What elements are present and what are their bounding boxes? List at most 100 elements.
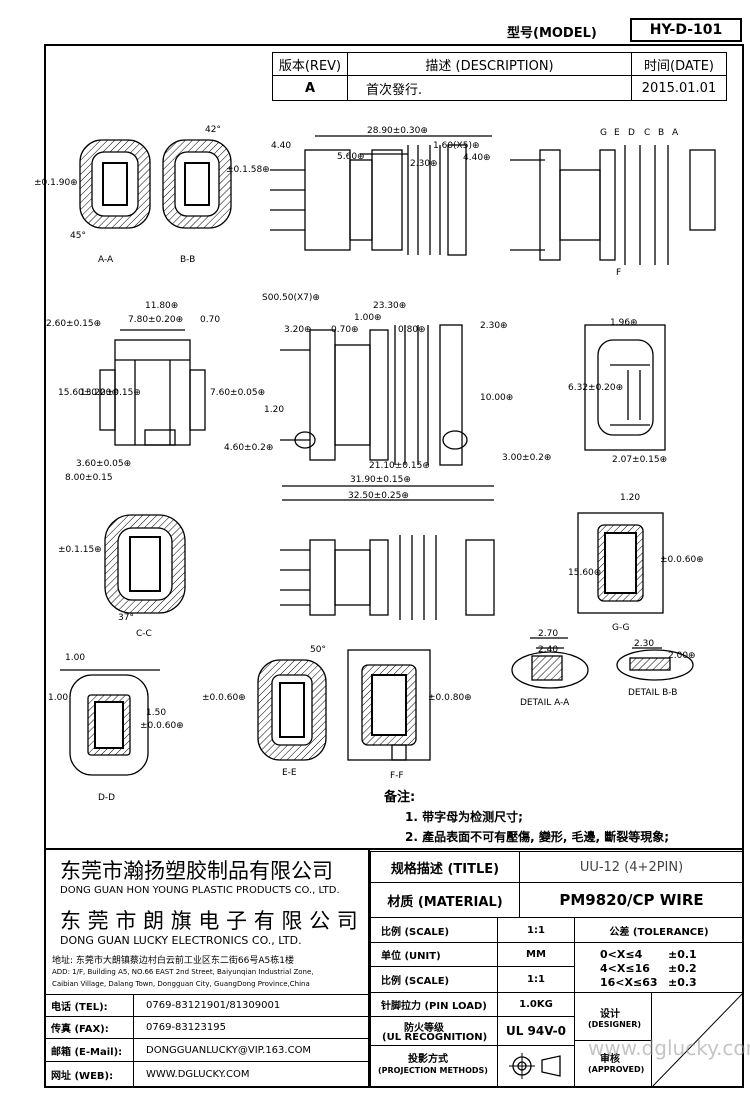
dim-text: 23.30⊕ <box>373 301 406 311</box>
dim-text: A-A <box>98 255 114 265</box>
dim-text: 0.80⊕ <box>398 325 426 335</box>
approved-label-en: (APPROVED) <box>588 1065 645 1074</box>
web-label: 网址 (WEB): <box>44 1061 134 1088</box>
projection-icon <box>509 1053 561 1079</box>
material-label: 材质 (MATERIAL) <box>370 882 520 918</box>
dim-text: C <box>644 128 650 138</box>
dim-text: 4.40 <box>271 141 291 151</box>
dim-text: F-F <box>390 771 404 781</box>
dim-text: ±0.0.60⊕ <box>660 555 704 565</box>
note-1: 1. 带字母为检测尺寸; <box>405 810 523 824</box>
side-view-top <box>270 135 492 256</box>
scale-value: 1:1 <box>497 917 575 943</box>
title-label: 规格描述 (TITLE) <box>370 851 520 883</box>
dim-text: 7.80±0.20⊕ <box>128 315 183 325</box>
tel-value: 0769-83121901/81309001 <box>133 994 369 1017</box>
proj-label-en: (PROJECTION METHODS) <box>378 1066 488 1075</box>
proj-label: 投影方式 <box>408 1054 448 1065</box>
date-value: 2015.01.01 <box>631 75 727 101</box>
pin-load-value: 1.0KG <box>497 992 575 1017</box>
dim-text: 1.00 <box>48 693 68 703</box>
dim-text: E <box>614 128 620 138</box>
watermark: www.dglucky.com <box>588 1036 750 1060</box>
dim-text: 45° <box>70 231 86 241</box>
dim-text: 42° <box>205 125 221 135</box>
dim-text: 2.30⊕ <box>480 321 508 331</box>
model-label: 型号(MODEL) <box>507 26 597 41</box>
section-b-b <box>162 139 232 229</box>
tel-label: 电话 (TEL): <box>44 994 134 1017</box>
material-value: PM9820/CP WIRE <box>519 882 744 918</box>
dim-text: B <box>658 128 664 138</box>
dim-text: 15.60±0.20⊕ <box>58 388 119 398</box>
section-e-e <box>257 659 327 761</box>
tol-range-3: 16<X≤63 <box>600 976 658 989</box>
dim-text: 21.10±0.15⊕ <box>369 461 430 471</box>
dim-text: 3.20⊕ <box>284 325 312 335</box>
dim-text: G-G <box>612 623 630 633</box>
dim-text: F <box>616 268 621 278</box>
dim-text: DETAIL A-A <box>520 698 570 708</box>
dim-text: 15.60⊕ <box>568 568 601 578</box>
designer-label: 设计 <box>600 1009 620 1020</box>
front-view-left <box>99 329 206 446</box>
detail-a-a <box>511 637 589 689</box>
approved-label: 审核 <box>600 1054 620 1065</box>
dim-text: 1.00 <box>65 653 85 663</box>
dim-text: DETAIL B-B <box>628 688 677 698</box>
scale2-label: 比例 (SCALE) <box>370 966 498 993</box>
note-2: 2. 產品表面不可有壓傷, 變形, 毛邊, 斷裂等現象; <box>405 830 670 844</box>
dim-text: ±0.1.90⊕ <box>34 178 78 188</box>
dim-text: 11.80⊕ <box>145 301 178 311</box>
fire-value: UL 94V-0 <box>497 1016 575 1046</box>
dim-text: 7.60±0.05⊕ <box>210 388 265 398</box>
dim-text: 5.60⊕ <box>337 152 365 162</box>
company-en-2: DONG GUAN LUCKY ELECTRONICS CO., LTD. <box>60 934 302 947</box>
scale-label: 比例 (SCALE) <box>370 917 498 943</box>
dim-text: 0.70 <box>200 315 220 325</box>
tol-value-1: ±0.1 <box>668 948 697 961</box>
dim-text: 28.90±0.30⊕ <box>367 126 428 136</box>
mail-label: 邮箱 (E-Mail): <box>44 1038 134 1062</box>
title-value: UU-12 (4+2PIN) <box>519 851 744 883</box>
bottom-side-view <box>280 535 495 620</box>
technical-drawing: ±0.1.90⊕ ±0.1.58⊕ 42° 45° A-A B-B 28.90±… <box>34 125 716 803</box>
dim-text: 3.00±0.2⊕ <box>502 453 551 463</box>
mail-value: DONGGUANLUCKY@VIP.163.COM <box>133 1038 369 1062</box>
dim-text: 37° <box>118 613 134 623</box>
dim-text: ±0.1.15⊕ <box>58 545 102 555</box>
section-g-g <box>577 512 664 614</box>
dim-text: 13.20±0.15⊕ <box>80 388 141 398</box>
dim-text: D <box>628 128 635 138</box>
section-a-a <box>79 139 151 229</box>
tol-range-1: 0<X≤4 <box>600 948 643 961</box>
scale2-value: 1:1 <box>497 966 575 993</box>
dim-text: S00.50(X7)⊕ <box>262 293 320 303</box>
divider <box>368 848 370 1088</box>
designer-label-en: (DESIGNER) <box>588 1020 642 1029</box>
dim-text: ±0.0.60⊕ <box>140 721 184 731</box>
dim-text: 4.40⊕ <box>463 153 491 163</box>
side-view-right <box>510 145 716 265</box>
dim-text: 2.30⊕ <box>410 159 438 169</box>
dim-text: 10.00⊕ <box>480 393 513 403</box>
unit-value: MM <box>497 942 575 967</box>
tol-value-2: ±0.2 <box>668 962 697 975</box>
dim-text: 2.00⊕ <box>668 651 696 661</box>
fax-label: 传真 (FAX): <box>44 1016 134 1039</box>
dim-text: 1.50 <box>146 708 166 718</box>
dim-text: 2.60±0.15⊕ <box>46 319 101 329</box>
dim-text: 2.07±0.15⊕ <box>612 455 667 465</box>
dim-text: 50° <box>310 645 326 655</box>
fax-value: 0769-83123195 <box>133 1016 369 1039</box>
dim-text: 2.40 <box>538 645 558 655</box>
section-d-d <box>60 669 160 776</box>
dim-text: 1.00⊕ <box>354 313 382 323</box>
dim-text: 32.50±0.25⊕ <box>348 491 409 501</box>
dim-text: ±0.0.80⊕ <box>428 693 472 703</box>
web-value: WWW.DGLUCKY.COM <box>133 1061 369 1088</box>
unit-label: 单位 (UNIT) <box>370 942 498 967</box>
tol-range-2: 4<X≤16 <box>600 962 650 975</box>
sign-divider-h <box>574 1040 651 1041</box>
notes-title: 备注: <box>384 790 416 805</box>
